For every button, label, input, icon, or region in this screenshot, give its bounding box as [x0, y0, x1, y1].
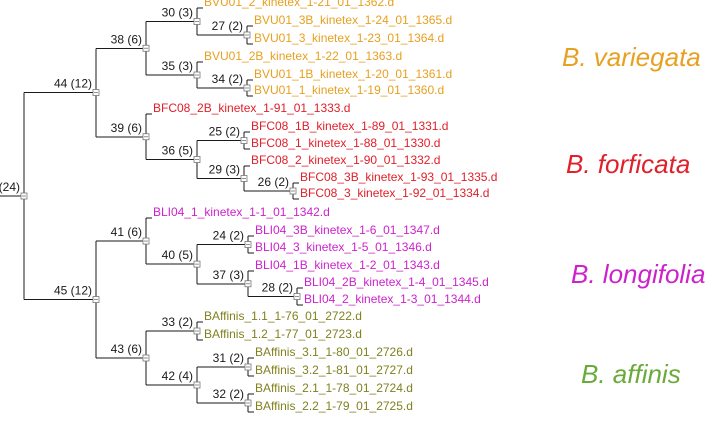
leaf-label-bli04_3: BLI04_3_kinetex_1-5_01_1346.d — [255, 240, 432, 254]
node-30-label: 30 (3) — [162, 6, 193, 20]
leaf-label-bfc08_3b: BFC08_3B_kinetex_1-93_01_1335.d — [300, 170, 497, 184]
node-32-label: 32 (2) — [213, 387, 244, 401]
node-45-label: 45 (12) — [54, 284, 92, 298]
species-label-longifolia: B. longifolia — [571, 259, 705, 289]
leaf-labels: BVU01_2_kinetex_1-21_01_1362.dBVU01_3B_k… — [153, 0, 497, 413]
leaf-label-bvu01_1b: BVU01_1B_kinetex_1-20_01_1361.d — [254, 67, 452, 81]
node-33-label: 33 (2) — [162, 315, 193, 329]
node-44-label: 44 (12) — [54, 77, 92, 91]
leaf-label-bvu01_2b: BVU01_2B_kinetex_1-22_01_1363.d — [204, 49, 402, 63]
leaf-label-bfc08_3: BFC08_3_kinetex_1-92_01_1334.d — [300, 186, 489, 200]
node-25-label: 25 (2) — [209, 125, 240, 139]
leaf-label-baff_1_2: BAffinis_1.2_1-77_01_2723.d — [204, 327, 362, 341]
node-boxes — [20, 18, 301, 407]
leaf-label-bvu01_3b: BVU01_3B_kinetex_1-24_01_1365.d — [254, 13, 452, 27]
leaf-label-bvu01_1: BVU01_1_kinetex_1-19_01_1360.d — [254, 83, 444, 97]
node-27-label: 27 (2) — [212, 19, 243, 33]
node-38-label: 38 (6) — [111, 32, 142, 46]
leaf-label-baff_2_1: BAffinis_2.1_1-78_01_2724.d — [255, 381, 413, 395]
leaf-label-bfc08_2b: BFC08_2B_kinetex_1-91_01_1333.d — [153, 101, 350, 115]
leaf-label-baff_2_2: BAffinis_2.2_1-79_01_2725.d — [255, 399, 413, 413]
node-40-label: 40 (5) — [162, 248, 193, 262]
species-label-forficata: B. forficata — [566, 149, 690, 179]
node-42-label: 42 (4) — [162, 369, 193, 383]
node-46-label: 46 (24) — [0, 180, 20, 194]
leaf-label-bfc08_2: BFC08_2_kinetex_1-90_01_1332.d — [251, 153, 440, 167]
node-35-label: 35 (3) — [162, 59, 193, 73]
node-29-label: 29 (3) — [209, 163, 240, 177]
leaf-label-baff_3_1: BAffinis_3.1_1-80_01_2726.d — [255, 345, 413, 359]
node-26-label: 26 (2) — [258, 175, 289, 189]
leaf-label-bli04_3b: BLI04_3B_kinetex_1-6_01_1347.d — [255, 223, 440, 237]
node-39-label: 39 (6) — [111, 121, 142, 135]
node-36-label: 36 (5) — [162, 144, 193, 158]
species-label-variegata: B. variegata — [562, 42, 701, 72]
leaf-label-bli04_1b: BLI04_1B_kinetex_1-2_01_1343.d — [255, 258, 440, 272]
leaf-label-bvu01_2: BVU01_2_kinetex_1-21_01_1362.d — [204, 0, 394, 9]
leaf-label-baff_1_1: BAffinis_1.1_1-76_01_2722.d — [204, 309, 362, 323]
leaf-label-bfc08_1b: BFC08_1B_kinetex_1-89_01_1331.d — [251, 119, 448, 133]
node-34-label: 34 (2) — [212, 72, 243, 86]
leaf-label-baff_3_2: BAffinis_3.2_1-81_01_2727.d — [255, 363, 413, 377]
node-41-label: 41 (6) — [111, 225, 142, 239]
node-28-label: 28 (2) — [262, 281, 293, 295]
leaf-label-bli04_2b: BLI04_2B_kinetex_1-4_01_1345.d — [304, 275, 489, 289]
species-label-affinis: B. affinis — [581, 359, 681, 389]
node-labels: 27 (2) 30 (3) 34 (2) 35 (3) 38 (6) 25 (2) 26 (… — [0, 6, 293, 402]
branches — [0, 7, 303, 413]
node-31-label: 31 (2) — [213, 351, 244, 365]
leaf-label-bli04_1: BLI04_1_kinetex_1-1_01_1342.d — [153, 205, 330, 219]
node-37-label: 37 (3) — [213, 268, 244, 282]
leaf-label-bli04_2: BLI04_2_kinetex_1-3_01_1344.d — [304, 292, 481, 306]
node-43-label: 43 (6) — [111, 342, 142, 356]
leaf-label-bfc08_1: BFC08_1_kinetex_1-88_01_1330.d — [251, 136, 440, 150]
leaf-label-bvu01_3: BVU01_3_kinetex_1-23_01_1364.d — [254, 31, 444, 45]
node-24-label: 24 (2) — [213, 229, 244, 243]
